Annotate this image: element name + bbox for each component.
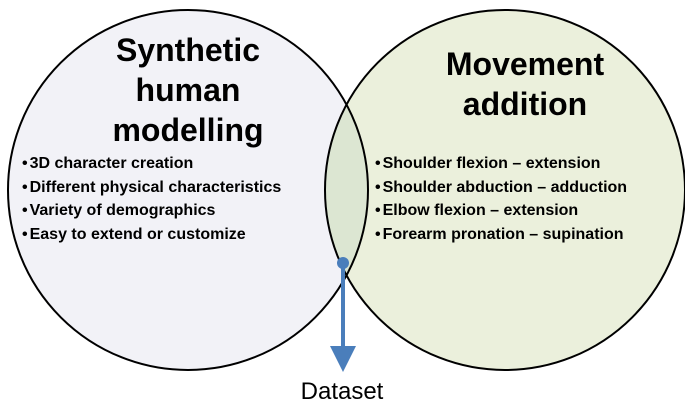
left-set-title-line: modelling: [112, 112, 264, 148]
left-set-title-line: human: [135, 72, 241, 108]
list-item: Easy to extend or customize: [22, 223, 281, 247]
list-item: Different physical characteristics: [22, 176, 282, 200]
dataset-label: Dataset: [300, 378, 384, 405]
right-set-title-line: Movement: [445, 46, 605, 82]
list-item: Elbow flexion – extension: [375, 199, 627, 223]
list-item: Forearm pronation – supination: [375, 223, 627, 247]
dataset-arrow: [330, 257, 356, 372]
list-item: 3D character creation: [22, 152, 281, 176]
left-circle-outline: [7, 9, 369, 371]
left-set-title-line: Synthetic: [115, 32, 261, 68]
list-item: Shoulder flexion – extension: [375, 152, 627, 176]
right-set-list: Shoulder flexion – extension Shoulder ab…: [375, 152, 627, 246]
left-set-title: Synthetic human modelling: [58, 30, 318, 150]
right-set-title: Movement addition: [400, 44, 650, 124]
arrow-origin-dot: [337, 257, 349, 269]
list-item: Shoulder abduction – adduction: [375, 176, 627, 200]
right-set-title-line: addition: [462, 86, 588, 122]
left-set-list: 3D character creation Different physical…: [22, 152, 282, 247]
right-circle-outline: [324, 9, 685, 371]
list-item: Variety of demographics: [22, 199, 281, 223]
arrow-head: [330, 346, 356, 372]
